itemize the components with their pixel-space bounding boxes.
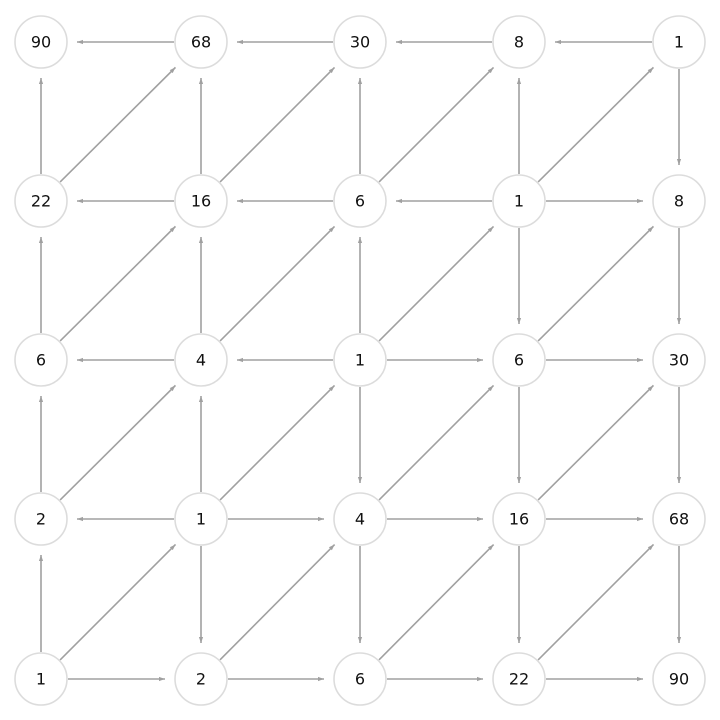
node-label: 30 <box>669 351 689 370</box>
node-circle <box>333 492 387 546</box>
node-n12: 6 <box>333 174 387 228</box>
node-n42: 6 <box>333 652 387 706</box>
node-n34: 68 <box>652 492 706 546</box>
node-circle <box>652 492 706 546</box>
node-label: 4 <box>196 351 206 370</box>
edge-arrow-n41-n32 <box>219 543 336 661</box>
node-label: 90 <box>31 33 51 52</box>
node-n30: 2 <box>14 492 68 546</box>
node-n03: 8 <box>492 15 546 69</box>
edge-arrow-n10-n01 <box>59 66 177 183</box>
node-n04: 1 <box>652 15 706 69</box>
node-circle <box>14 15 68 69</box>
node-circle <box>492 492 546 546</box>
edge-arrow-n31-n22 <box>219 384 336 501</box>
node-label: 2 <box>196 670 206 689</box>
edge-arrow-n13-n04 <box>537 66 655 183</box>
node-n43: 22 <box>492 652 546 706</box>
node-circle <box>333 652 387 706</box>
node-circle <box>652 174 706 228</box>
edge-arrow-n21-n12 <box>219 225 336 342</box>
edge-arrow-n23-n14 <box>537 225 655 342</box>
node-circle <box>492 333 546 387</box>
node-label: 2 <box>36 510 46 529</box>
node-n23: 6 <box>492 333 546 387</box>
edge-arrow-n33-n24 <box>537 384 655 501</box>
node-label: 68 <box>669 510 689 529</box>
node-circle <box>492 652 546 706</box>
node-n00: 90 <box>14 15 68 69</box>
node-circle <box>14 174 68 228</box>
node-n13: 1 <box>492 174 546 228</box>
node-n40: 1 <box>14 652 68 706</box>
node-circle <box>174 15 228 69</box>
node-n20: 6 <box>14 333 68 387</box>
node-n41: 2 <box>174 652 228 706</box>
edge-arrow-n11-n02 <box>219 66 336 183</box>
node-label: 68 <box>191 33 211 52</box>
node-label: 16 <box>191 192 211 211</box>
node-n21: 4 <box>174 333 228 387</box>
node-n22: 1 <box>333 333 387 387</box>
edge-arrow-n32-n23 <box>378 384 495 501</box>
node-n24: 30 <box>652 333 706 387</box>
node-label: 90 <box>669 670 689 689</box>
node-circle <box>652 333 706 387</box>
node-label: 30 <box>350 33 370 52</box>
edge-arrow-n20-n11 <box>59 225 177 342</box>
node-circle <box>333 333 387 387</box>
node-circle <box>492 174 546 228</box>
node-circle <box>174 333 228 387</box>
node-circle <box>174 174 228 228</box>
node-label: 22 <box>31 192 51 211</box>
node-label: 1 <box>36 670 46 689</box>
node-label: 6 <box>36 351 46 370</box>
node-label: 6 <box>514 351 524 370</box>
node-circle <box>14 652 68 706</box>
edge-arrow-n12-n03 <box>378 66 495 183</box>
edges-layer <box>38 39 682 682</box>
node-circle <box>174 492 228 546</box>
node-circle <box>492 15 546 69</box>
node-n32: 4 <box>333 492 387 546</box>
node-n31: 1 <box>174 492 228 546</box>
edge-arrow-n22-n13 <box>378 225 495 342</box>
node-n44: 90 <box>652 652 706 706</box>
node-label: 1 <box>514 192 524 211</box>
node-n01: 68 <box>174 15 228 69</box>
node-label: 1 <box>674 33 684 52</box>
node-label: 4 <box>355 510 365 529</box>
node-n11: 16 <box>174 174 228 228</box>
node-circle <box>652 652 706 706</box>
node-label: 8 <box>674 192 684 211</box>
node-circle <box>652 15 706 69</box>
node-n10: 22 <box>14 174 68 228</box>
node-n14: 8 <box>652 174 706 228</box>
node-circle <box>14 492 68 546</box>
edge-arrow-n43-n34 <box>537 543 655 661</box>
node-label: 6 <box>355 670 365 689</box>
node-label: 16 <box>509 510 529 529</box>
node-label: 6 <box>355 192 365 211</box>
node-n33: 16 <box>492 492 546 546</box>
node-circle <box>333 15 387 69</box>
node-label: 8 <box>514 33 524 52</box>
node-label: 1 <box>355 351 365 370</box>
edge-arrow-n40-n31 <box>59 543 177 661</box>
node-label: 22 <box>509 670 529 689</box>
edge-arrow-n30-n21 <box>59 384 177 501</box>
node-circle <box>174 652 228 706</box>
edge-arrow-n42-n33 <box>378 543 495 661</box>
node-circle <box>333 174 387 228</box>
node-n02: 30 <box>333 15 387 69</box>
node-circle <box>14 333 68 387</box>
node-label: 1 <box>196 510 206 529</box>
